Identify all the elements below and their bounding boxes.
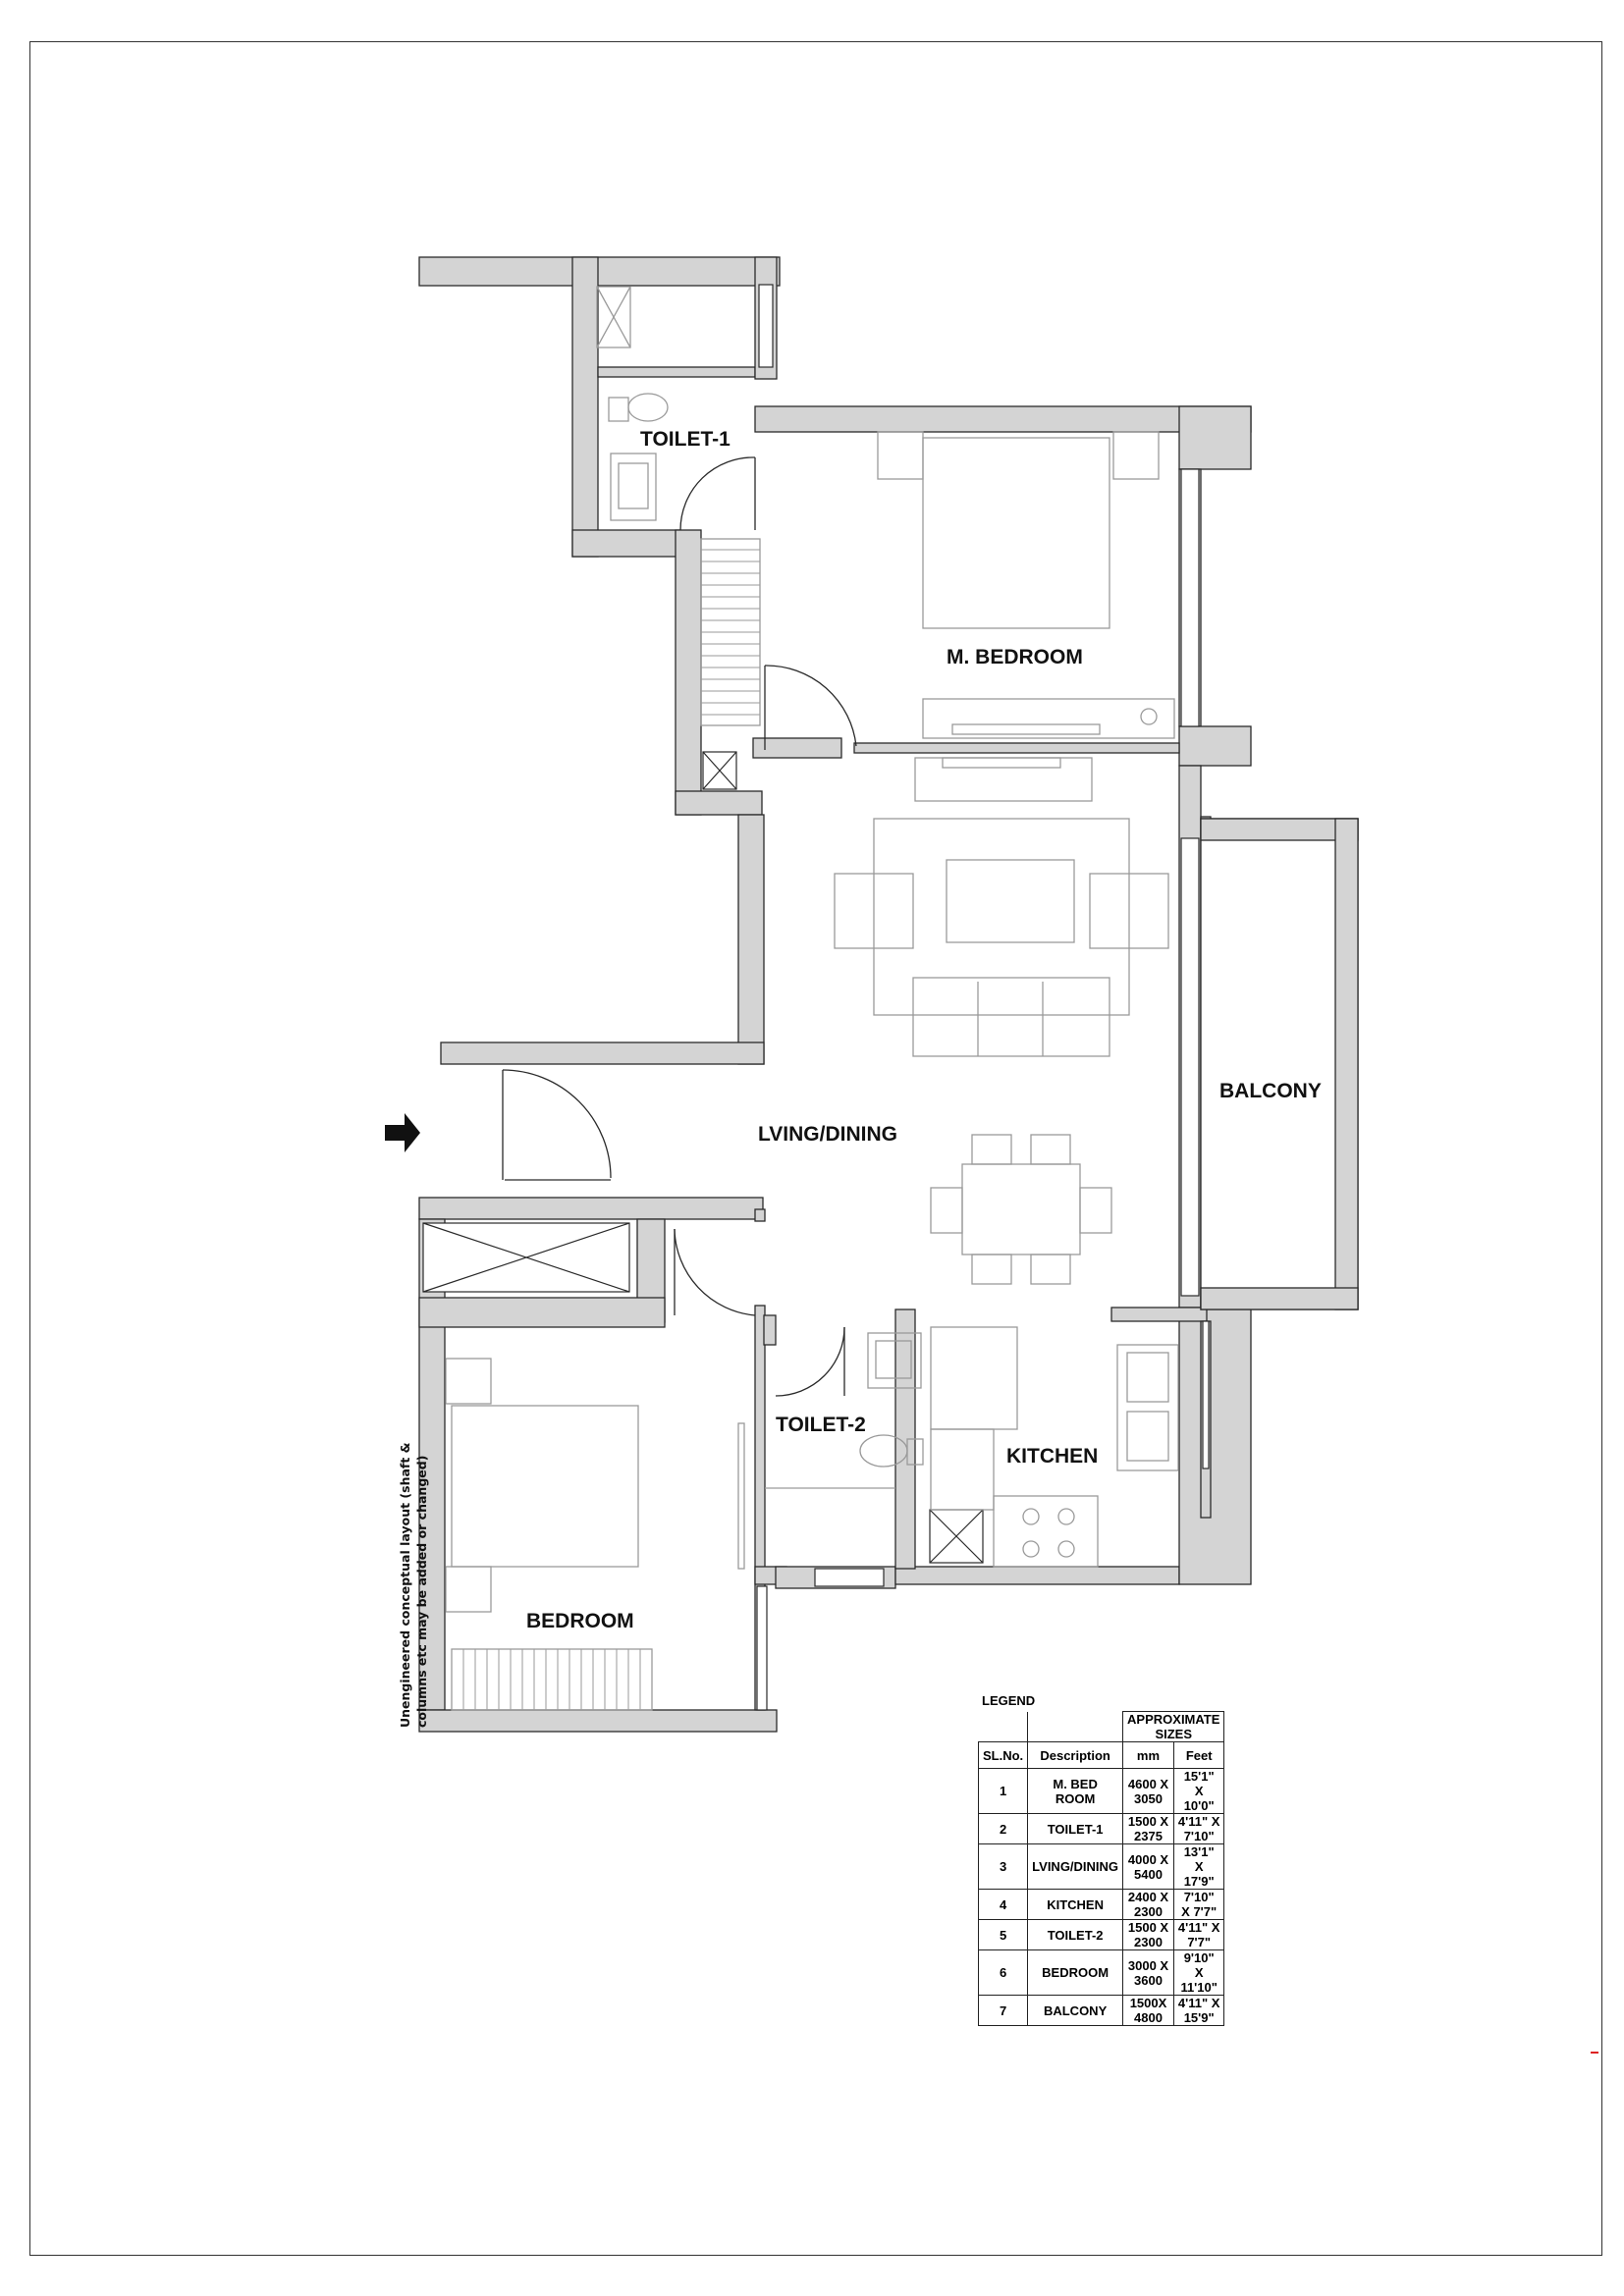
legend-cell-mm: 1500 X 2375 bbox=[1122, 1813, 1174, 1844]
legend-cell-feet: 13'1" X 17'9" bbox=[1172, 1843, 1225, 1890]
legend-cell-no: 5 bbox=[977, 1919, 1029, 1950]
entry-arrow-icon bbox=[385, 1113, 420, 1152]
legend-cell-desc: BALCONY bbox=[1027, 1995, 1124, 2026]
legend-cell-feet: 9'10" X 11'10" bbox=[1172, 1949, 1225, 1996]
legend-cell-desc: BEDROOM bbox=[1027, 1949, 1124, 1996]
drawing-frame bbox=[29, 41, 1602, 2256]
legend-header-feet: Feet bbox=[1172, 1741, 1225, 1769]
legend-cell-mm: 1500 X 2300 bbox=[1122, 1919, 1174, 1950]
legend-cell-feet: 4'11" X 7'10" bbox=[1172, 1813, 1225, 1844]
legend-cell-mm: 3000 X 3600 bbox=[1122, 1949, 1174, 1996]
balcony bbox=[1200, 818, 1359, 1310]
legend-cell-desc: TOILET-2 bbox=[1027, 1919, 1124, 1950]
legend-row: 2 TOILET-1 1500 X 2375 4'11" X 7'10" bbox=[977, 1813, 1225, 1844]
legend-cell-no: 3 bbox=[977, 1843, 1029, 1890]
label-master-bedroom: M. BEDROOM bbox=[947, 646, 1083, 668]
legend-row: 4 KITCHEN 2400 X 2300 7'10" X 7'7" bbox=[977, 1889, 1225, 1920]
legend-cell-feet: 4'11" X 7'7" bbox=[1172, 1919, 1225, 1950]
legend-title: LEGEND bbox=[982, 1693, 1036, 1708]
label-living-dining: LVING/DINING bbox=[758, 1123, 897, 1146]
legend-group-row: APPROXIMATE SIZES bbox=[978, 1711, 1225, 1742]
legend-header-row: SL.No. Description mm Feet bbox=[977, 1741, 1225, 1769]
walls bbox=[418, 256, 1252, 1733]
wardrobe-stripes bbox=[462, 549, 760, 1710]
legend-cell-desc: TOILET-1 bbox=[1027, 1813, 1124, 1844]
legend-row: 5 TOILET-2 1500 X 2300 4'11" X 7'7" bbox=[977, 1919, 1225, 1950]
legend-cell-desc: KITCHEN bbox=[1027, 1889, 1124, 1920]
legend-cell-feet: 4'11" X 15'9" bbox=[1172, 1995, 1225, 2026]
legend-group-header: APPROXIMATE SIZES bbox=[1122, 1711, 1225, 1742]
label-balcony: BALCONY bbox=[1219, 1080, 1322, 1102]
legend-cell-feet: 7'10" X 7'7" bbox=[1172, 1889, 1225, 1920]
label-toilet2: TOILET-2 bbox=[776, 1414, 866, 1436]
furniture bbox=[445, 286, 1179, 1711]
legend-row: 6 BEDROOM 3000 X 3600 9'10" X 11'10" bbox=[977, 1949, 1225, 1996]
legend-cell-mm: 4600 X 3050 bbox=[1122, 1768, 1174, 1814]
legend-header-description: Description bbox=[1027, 1741, 1124, 1769]
red-tick-mark bbox=[1591, 2052, 1598, 2054]
legend-row: 7 BALCONY 1500X 4800 4'11" X 15'9" bbox=[977, 1995, 1225, 2026]
legend-cell-no: 1 bbox=[977, 1768, 1029, 1814]
legend-header-slno: SL.No. bbox=[977, 1741, 1029, 1769]
shafts bbox=[422, 751, 984, 1564]
label-kitchen: KITCHEN bbox=[1006, 1445, 1098, 1468]
legend-cell-no: 6 bbox=[977, 1949, 1029, 1996]
legend-cell-desc: M. BED ROOM bbox=[1027, 1768, 1124, 1814]
legend-cell-desc: LVING/DINING bbox=[1027, 1843, 1124, 1890]
legend-cell-mm: 2400 X 2300 bbox=[1122, 1889, 1174, 1920]
legend-cell-no: 7 bbox=[977, 1995, 1029, 2026]
label-toilet1: TOILET-1 bbox=[640, 428, 731, 451]
legend-cell-no: 2 bbox=[977, 1813, 1029, 1844]
legend-cell-mm: 1500X 4800 bbox=[1122, 1995, 1174, 2026]
legend-cell-feet: 15'1" X 10'0" bbox=[1172, 1768, 1225, 1814]
legend-table: APPROXIMATE SIZES SL.No. Description mm … bbox=[977, 1711, 1225, 2026]
legend-row: 1 M. BED ROOM 4600 X 3050 15'1" X 10'0" bbox=[977, 1768, 1225, 1814]
windows bbox=[756, 284, 1210, 1711]
legend-cell-no: 4 bbox=[977, 1889, 1029, 1920]
legend-header-mm: mm bbox=[1122, 1741, 1174, 1769]
legend-cell-mm: 4000 X 5400 bbox=[1122, 1843, 1174, 1890]
legend-row: 3 LVING/DINING 4000 X 5400 13'1" X 17'9" bbox=[977, 1843, 1225, 1890]
label-bedroom: BEDROOM bbox=[526, 1610, 634, 1632]
layout-note: Unengineered conceptual layout (shaft & … bbox=[398, 1442, 429, 1728]
